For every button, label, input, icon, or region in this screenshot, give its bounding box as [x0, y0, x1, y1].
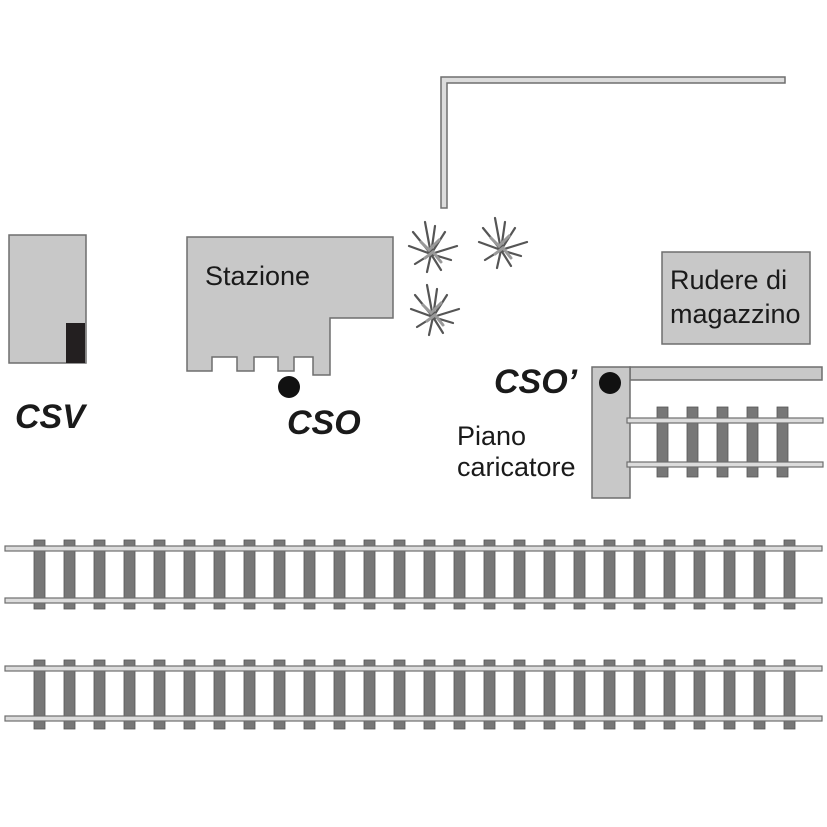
cso-prime-label: CSO’	[494, 363, 578, 401]
track-sleeper	[483, 539, 496, 610]
track-sleeper	[573, 539, 586, 610]
track-sleeper	[153, 659, 166, 730]
main-track-1-sleepers	[33, 539, 796, 610]
track-sleeper	[333, 539, 346, 610]
warehouse-label-line1: Rudere di	[670, 265, 787, 295]
track-sleeper	[93, 539, 106, 610]
track-sleeper	[603, 659, 616, 730]
track-sleeper	[573, 659, 586, 730]
track-sleeper	[663, 659, 676, 730]
main-track-2-rail-bottom	[4, 715, 823, 722]
track-sleeper	[183, 659, 196, 730]
plant-icon	[477, 216, 529, 270]
track-sleeper	[243, 539, 256, 610]
track-sleeper	[656, 406, 669, 478]
plant-icon	[409, 283, 461, 337]
csv-building-door	[66, 323, 85, 363]
track-sleeper	[603, 539, 616, 610]
track-sleeper	[483, 659, 496, 730]
track-sleeper	[63, 659, 76, 730]
track-sleeper	[123, 659, 136, 730]
track-sleeper	[363, 539, 376, 610]
plant-icon	[407, 220, 459, 274]
track-sleeper	[243, 659, 256, 730]
track-sleeper	[363, 659, 376, 730]
track-sleeper	[63, 539, 76, 610]
track-sleeper	[33, 539, 46, 610]
track-sleeper	[183, 539, 196, 610]
siding-track-sleepers	[656, 406, 789, 478]
warehouse-ruin	[661, 251, 811, 345]
siding-rail-bottom	[626, 461, 824, 468]
track-sleeper	[746, 406, 759, 478]
warehouse-label-line2: magazzino	[670, 299, 801, 329]
station-label: Stazione	[205, 261, 310, 291]
track-sleeper	[333, 659, 346, 730]
csv-label: CSV	[15, 398, 88, 436]
cso-marker-icon	[278, 376, 300, 398]
track-sleeper	[303, 659, 316, 730]
track-sleeper	[33, 659, 46, 730]
loading-platform-top-strip	[629, 366, 823, 381]
track-sleeper	[423, 659, 436, 730]
track-sleeper	[723, 659, 736, 730]
cso-label: CSO	[287, 404, 361, 442]
fence-line	[440, 76, 786, 209]
station-building	[186, 236, 394, 376]
track-sleeper	[93, 659, 106, 730]
track-sleeper	[663, 539, 676, 610]
track-sleeper	[153, 539, 166, 610]
main-track-1-rail-top	[4, 545, 823, 552]
track-sleeper	[693, 659, 706, 730]
track-sleeper	[693, 539, 706, 610]
track-sleeper	[273, 539, 286, 610]
siding-rail-top	[626, 417, 824, 424]
track-sleeper	[716, 406, 729, 478]
track-sleeper	[513, 659, 526, 730]
track-sleeper	[543, 539, 556, 610]
main-track-2-sleepers	[33, 659, 796, 730]
main-track-2-rail-top	[4, 665, 823, 672]
track-sleeper	[783, 659, 796, 730]
cso-prime-marker-icon	[599, 372, 621, 394]
track-sleeper	[213, 659, 226, 730]
track-sleeper	[453, 539, 466, 610]
track-sleeper	[753, 539, 766, 610]
track-sleeper	[453, 659, 466, 730]
main-track-1-rail-bottom	[4, 597, 823, 604]
track-sleeper	[633, 539, 646, 610]
track-sleeper	[513, 539, 526, 610]
track-sleeper	[783, 539, 796, 610]
track-sleeper	[686, 406, 699, 478]
platform-label-line2: caricatore	[457, 452, 576, 482]
track-sleeper	[393, 539, 406, 610]
track-sleeper	[633, 659, 646, 730]
track-sleeper	[393, 659, 406, 730]
track-sleeper	[123, 539, 136, 610]
track-sleeper	[273, 659, 286, 730]
track-sleeper	[543, 659, 556, 730]
track-sleeper	[303, 539, 316, 610]
platform-label-line1: Piano	[457, 421, 526, 451]
track-sleeper	[753, 659, 766, 730]
track-sleeper	[776, 406, 789, 478]
track-sleeper	[213, 539, 226, 610]
track-sleeper	[423, 539, 436, 610]
track-sleeper	[723, 539, 736, 610]
